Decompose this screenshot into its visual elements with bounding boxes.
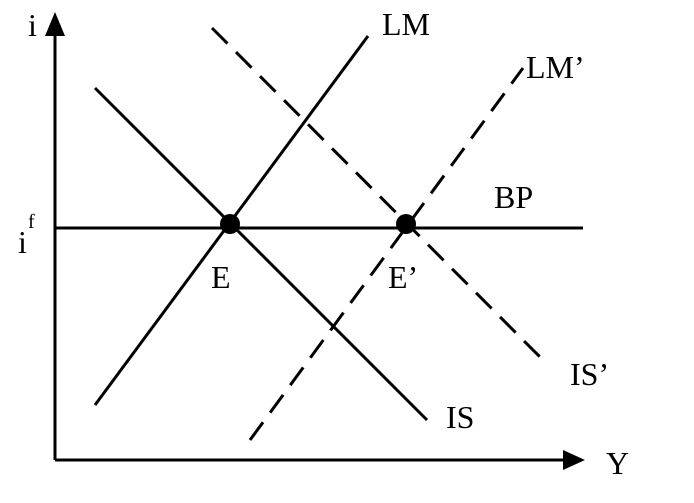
- y-axis-label: i: [28, 7, 37, 43]
- bp-label: BP: [494, 179, 533, 215]
- equilibrium-e-dot: [220, 214, 240, 234]
- is-curve: [93, 86, 429, 422]
- is-label: IS: [446, 399, 474, 435]
- lm-prime-label: LM’: [526, 49, 585, 85]
- lm-prime-curve: [248, 67, 525, 441]
- x-axis-label: Y: [606, 445, 629, 481]
- is-prime-curve: [210, 26, 547, 364]
- if-label-base: i: [18, 224, 27, 260]
- point-e-label: E: [211, 259, 231, 295]
- x-axis-arrow-icon: [563, 450, 585, 470]
- point-e-prime-label: E’: [388, 259, 418, 295]
- lm-label: LM: [382, 6, 430, 42]
- y-axis-arrow-icon: [45, 12, 65, 36]
- if-label-superscript: f: [28, 211, 35, 233]
- is-prime-label: IS’: [570, 356, 609, 392]
- equilibrium-e-prime-dot: [396, 214, 416, 234]
